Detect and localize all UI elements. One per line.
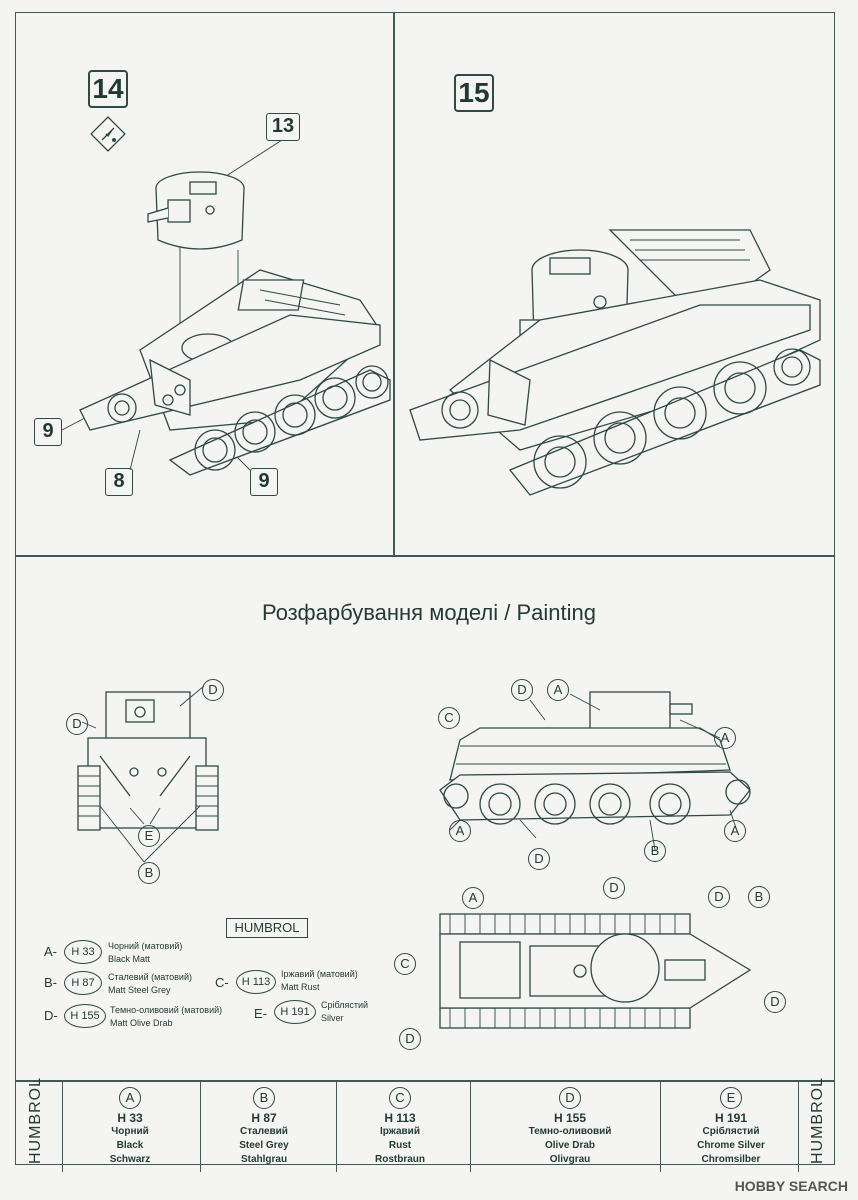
step-15-assembled-drawing xyxy=(409,229,821,496)
letter-b-front: B xyxy=(138,862,160,884)
paint-key-d-prefix: D- xyxy=(44,1008,58,1023)
table-side-label-right: HUMBROL xyxy=(809,1076,826,1164)
step-14-label: 14 xyxy=(88,70,128,108)
paint-column-name-en: Rust xyxy=(388,1140,412,1151)
table-separator xyxy=(200,1082,202,1172)
paint-key-b-prefix: B- xyxy=(44,975,57,990)
letter-a-side-top: A xyxy=(547,679,569,701)
paint-column-name-ua: Сріблястий xyxy=(702,1126,760,1137)
paint-key-c-prefix: C- xyxy=(215,975,229,990)
table-separator xyxy=(470,1082,472,1172)
paint-column-a: A H 33 Чорний Black Schwarz xyxy=(70,1081,190,1173)
letter-a-side-right: A xyxy=(714,727,736,749)
letter-d-front-top: D xyxy=(202,679,224,701)
paint-key-c-en: Matt Rust xyxy=(281,982,320,992)
step-14-assembly-drawing xyxy=(61,139,391,476)
table-separator xyxy=(660,1082,662,1172)
paint-column-d: D H 155 Темно-оливовий Olive Drab Olivgr… xyxy=(500,1081,640,1173)
paint-column-code: H 191 xyxy=(714,1111,748,1125)
paint-key-a-en: Black Matt xyxy=(108,954,151,964)
callout-8: 8 xyxy=(105,468,133,496)
humbrol-label: HUMBROL xyxy=(226,918,308,938)
paint-column-name-ua: Сталевий xyxy=(240,1126,288,1137)
paint-column-letter: B xyxy=(253,1087,275,1109)
paint-column-name-de: Chromsilber xyxy=(701,1154,761,1165)
paint-column-name-ua: Чорний xyxy=(111,1126,149,1137)
paint-column-e: E H 191 Сріблястий Chrome Silver Chromsi… xyxy=(672,1081,790,1173)
letter-d-front-left: D xyxy=(66,713,88,735)
letter-d-top-left: D xyxy=(399,1028,421,1050)
paint-column-name-en: Chrome Silver xyxy=(697,1140,765,1151)
paint-column-code: H 33 xyxy=(117,1111,143,1125)
letter-e-front: E xyxy=(138,825,160,847)
table-divider xyxy=(15,1080,835,1082)
section-divider xyxy=(15,555,835,557)
top-view-drawing xyxy=(439,913,752,1029)
paint-key-b-en: Matt Steel Grey xyxy=(108,985,171,995)
letter-d-side: D xyxy=(511,679,533,701)
paint-key-b-code: H 87 xyxy=(64,971,102,995)
vertical-divider xyxy=(393,12,395,555)
paint-key-d-ua: Темно-оливовий (матовий) xyxy=(110,1005,223,1015)
paint-column-code: H 87 xyxy=(251,1111,277,1125)
paint-column-name-en: Black xyxy=(116,1140,144,1151)
letter-a-side-bottom-right: A xyxy=(724,820,746,842)
paint-key-a-prefix: A- xyxy=(44,944,57,959)
letter-d-top-right-low: D xyxy=(764,991,786,1013)
letter-c-top: C xyxy=(394,953,416,975)
page-frame xyxy=(15,12,835,1165)
paint-column-letter: D xyxy=(559,1087,581,1109)
paint-column-c: C H 113 Іржавий Rust Rostbraun xyxy=(340,1081,460,1173)
table-side-label-left: HUMBROL xyxy=(27,1076,44,1164)
paint-key-e-prefix: E- xyxy=(254,1006,267,1021)
letter-a-top: A xyxy=(462,887,484,909)
paint-column-letter: C xyxy=(389,1087,411,1109)
paint-column-name-en: Steel Grey xyxy=(239,1140,289,1151)
paint-key-d-code: H 155 xyxy=(64,1004,106,1028)
paint-key-a-code: H 33 xyxy=(64,940,102,964)
table-separator xyxy=(336,1082,338,1172)
step-15-label: 15 xyxy=(454,74,494,112)
paint-key-a-ua: Чорний (матовий) xyxy=(108,941,183,951)
watermark: HOBBY SEARCH xyxy=(734,1178,848,1194)
letter-d-top: D xyxy=(603,877,625,899)
paint-column-code: H 155 xyxy=(553,1111,587,1125)
paint-column-letter: E xyxy=(720,1087,742,1109)
paint-column-code: H 113 xyxy=(384,1111,416,1125)
side-view-drawing xyxy=(439,691,751,851)
paint-column-name-de: Schwarz xyxy=(109,1154,151,1165)
letter-b-side: B xyxy=(644,840,666,862)
painting-title: Розфарбування моделі / Painting xyxy=(261,600,596,625)
paint-column-name-de: Olivgrau xyxy=(549,1154,591,1165)
paint-column-b: B H 87 Сталевий Steel Grey Stahlgrau xyxy=(204,1081,324,1173)
front-view-drawing xyxy=(77,685,219,863)
letter-a-side-bottom-left: A xyxy=(449,820,471,842)
letter-d-side-bottom: D xyxy=(528,848,550,870)
paint-column-name-ua: Іржавий xyxy=(380,1126,420,1137)
callout-9-left: 9 xyxy=(34,418,62,446)
paint-key-e-en: Silver xyxy=(321,1013,344,1023)
glue-icon xyxy=(90,116,126,152)
paint-key-c-ua: Іржавий (матовий) xyxy=(281,969,358,979)
letter-c-side: C xyxy=(438,707,460,729)
paint-column-name-ua: Темно-оливовий xyxy=(528,1126,612,1137)
letter-b-top: B xyxy=(748,886,770,908)
paint-key-e-ua: Сріблястий xyxy=(321,1000,369,1010)
table-separator xyxy=(798,1082,800,1172)
paint-column-name-en: Olive Drab xyxy=(544,1140,596,1151)
callout-13: 13 xyxy=(266,113,300,141)
paint-column-name-de: Rostbraun xyxy=(375,1154,425,1165)
table-separator xyxy=(62,1082,64,1172)
paint-key-c-code: H 113 xyxy=(236,970,276,994)
paint-key-b-ua: Сталевий (матовий) xyxy=(108,972,192,982)
paint-column-letter: A xyxy=(119,1087,141,1109)
paint-key-d-en: Matt Olive Drab xyxy=(110,1018,173,1028)
paint-column-name-de: Stahlgrau xyxy=(240,1154,288,1165)
letter-d-top-right: D xyxy=(708,886,730,908)
callout-9-bottom: 9 xyxy=(250,468,278,496)
paint-key-e-code: H 191 xyxy=(274,1000,316,1024)
